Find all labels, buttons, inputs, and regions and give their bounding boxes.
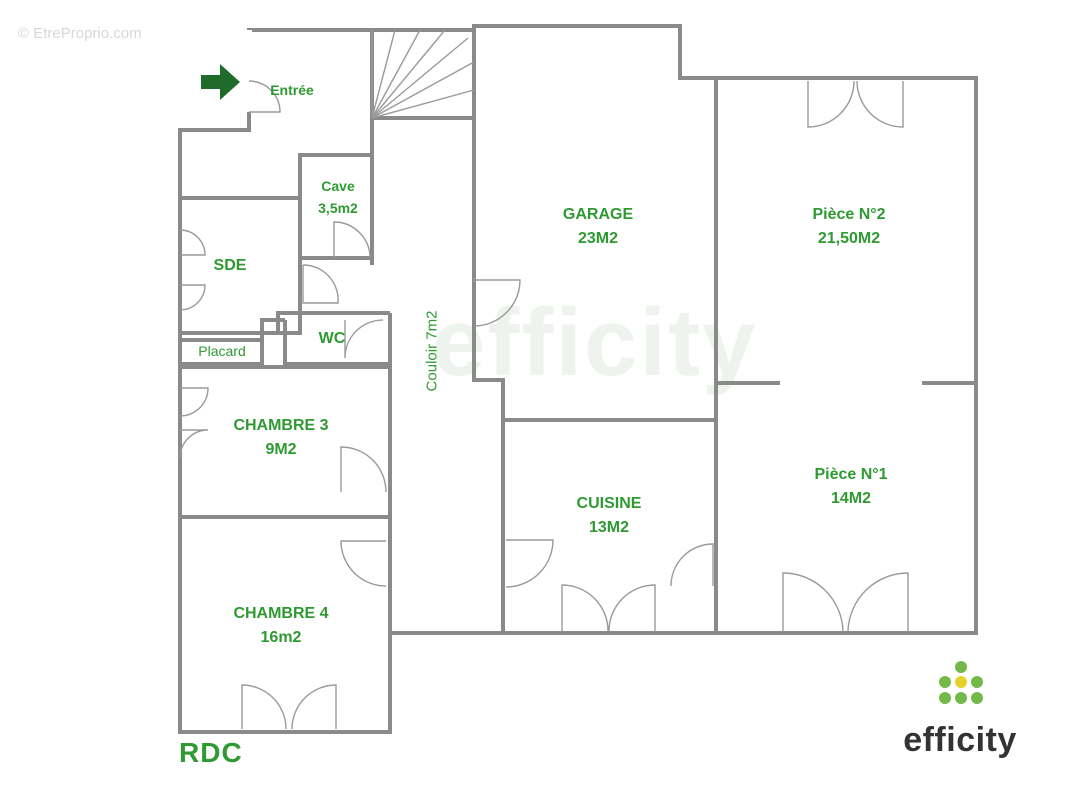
efficity-logo: efficity: [894, 655, 1034, 765]
logo-text: efficity: [903, 721, 1017, 759]
room-label-chambre-3: CHAMBRE 3 9M2: [233, 417, 329, 458]
staircase: [371, 29, 475, 119]
walls: [178, 24, 978, 734]
room-label-placard: Placard: [198, 343, 246, 359]
floor-level-label: RDC: [179, 737, 243, 768]
room-label-cuisine: CUISINE 13M2: [576, 495, 642, 536]
room-label-couloir: Couloir 7m2: [423, 310, 441, 392]
room-label-chambre-4: CHAMBRE 4 16m2: [233, 605, 329, 646]
room-label-piece-1: Pièce N°1 14M2: [814, 466, 888, 507]
doors: [179, 80, 909, 730]
room-label-wc: WC: [318, 330, 346, 347]
room-label-garage: GARAGE 23M2: [562, 206, 634, 247]
room-label-sde: SDE: [213, 257, 247, 274]
room-label-cave: Cave 3,5m2: [318, 178, 358, 216]
room-label-piece-2: Pièce N°2 21,50M2: [812, 206, 886, 247]
room-label-entree: Entrée: [270, 82, 314, 98]
watermark-text: © EtreProprio.com: [18, 25, 142, 42]
entrance-arrow-icon: [201, 64, 240, 100]
logo-dots-icon: [939, 661, 983, 704]
